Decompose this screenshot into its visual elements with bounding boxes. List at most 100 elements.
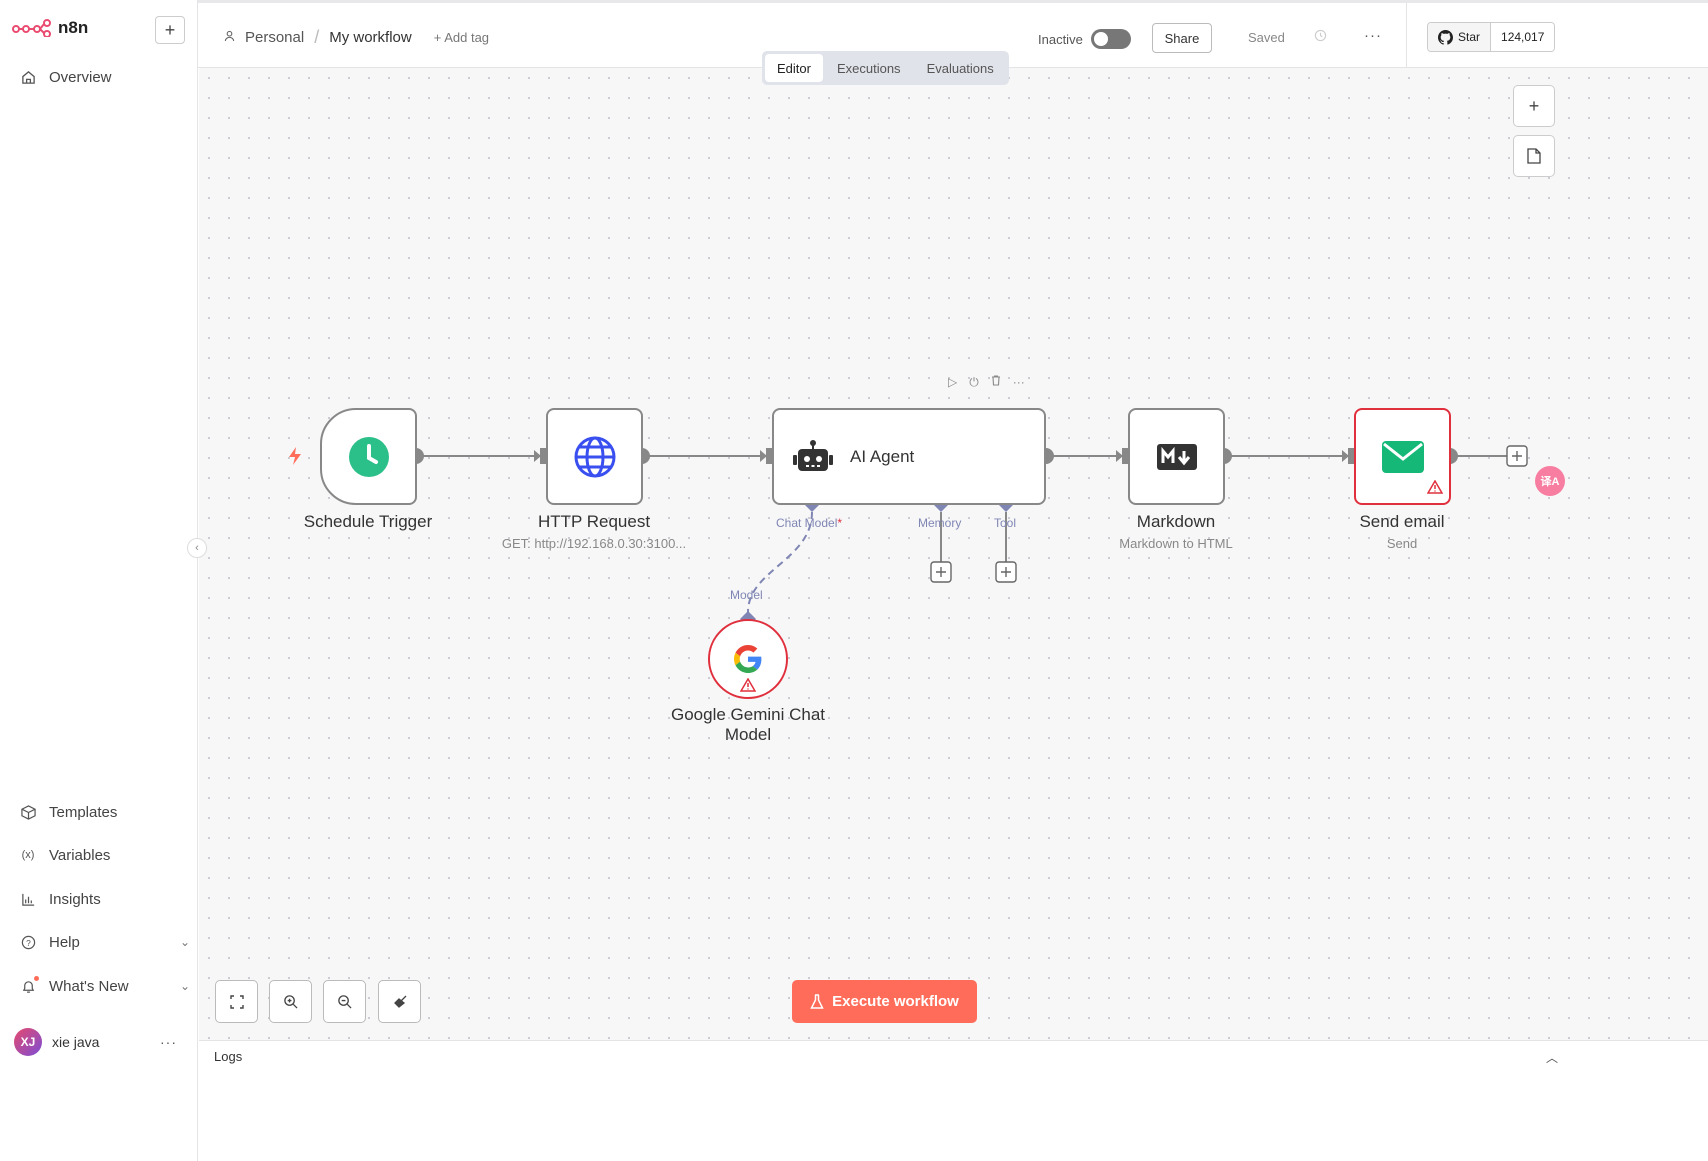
logo-text: n8n — [58, 18, 89, 37]
zoom-in-icon — [284, 995, 298, 1009]
node-title: Schedule Trigger — [303, 512, 433, 531]
translate-icon[interactable]: 译A — [1535, 466, 1565, 496]
avatar: XJ — [14, 1028, 42, 1056]
chevron-up-icon[interactable]: ︿ — [1545, 1051, 1558, 1065]
zoom-out-button[interactable] — [323, 980, 366, 1023]
sidebar-item-label: What's New — [49, 977, 129, 995]
user-menu[interactable]: XJ xie java — [14, 1028, 99, 1056]
breadcrumb-separator: / — [314, 27, 320, 47]
node-title: Send email — [1359, 512, 1445, 531]
sidebar-item-label: Variables — [49, 846, 111, 864]
robot-icon — [793, 439, 833, 471]
tab-executions[interactable]: Executions — [836, 60, 901, 76]
node-subtitle: Send — [1386, 536, 1418, 551]
power-icon[interactable]: ⏻ — [969, 375, 979, 389]
bell-icon — [20, 976, 39, 994]
github-star[interactable]: Star — [1428, 23, 1492, 51]
port-label-model: Model — [730, 588, 763, 602]
markdown-icon — [1156, 443, 1197, 470]
saved-status: Saved — [1248, 30, 1285, 45]
sticky-note-icon — [1527, 148, 1541, 164]
node-toolbar: ▷ ⏻ ··· — [948, 375, 1025, 390]
more-icon[interactable]: ··· — [160, 1034, 177, 1050]
box-icon — [20, 804, 36, 820]
more-icon[interactable]: ··· — [1012, 375, 1025, 389]
logs-label: Logs — [214, 1049, 243, 1064]
logo[interactable]: n8n — [12, 18, 88, 38]
port-label-tool: Tool — [994, 516, 1017, 530]
zoom-out-icon — [338, 995, 352, 1009]
sidebar-item-whats-new[interactable]: What's New ⌄ — [20, 974, 190, 998]
sidebar-item-insights[interactable]: Insights — [20, 887, 101, 911]
node-http-request[interactable] — [546, 408, 643, 505]
flask-icon — [810, 993, 824, 1009]
add-tag-button[interactable]: + Add tag — [433, 30, 490, 45]
node-google-gemini[interactable] — [708, 619, 788, 699]
globe-icon — [574, 436, 615, 477]
status-label: Inactive — [1038, 31, 1083, 47]
sidebar-item-overview[interactable]: Overview — [20, 65, 112, 89]
workflow-canvas[interactable] — [199, 68, 1708, 1040]
fullscreen-icon — [229, 994, 244, 1009]
zoom-in-button[interactable] — [269, 980, 312, 1023]
email-icon — [1381, 440, 1424, 473]
n8n-logo-icon — [12, 19, 51, 37]
svg-text:?: ? — [26, 937, 31, 947]
node-subtitle: Markdown to HTML — [1119, 536, 1233, 551]
home-icon — [20, 69, 36, 85]
node-ai-agent[interactable]: AI Agent — [772, 408, 1046, 505]
chevron-down-icon: ⌄ — [179, 979, 190, 993]
google-icon — [734, 645, 762, 673]
breadcrumb: Personal / My workflow + Add tag — [224, 27, 489, 48]
trigger-bolt-icon — [287, 446, 303, 471]
divider — [1406, 3, 1407, 71]
warning-icon[interactable] — [739, 677, 757, 695]
variable-icon: (x) — [21, 849, 35, 861]
port-label-memory: Memory — [918, 516, 962, 530]
sidebar-item-label: Templates — [49, 803, 118, 821]
create-new-button[interactable]: + — [155, 16, 185, 44]
node-title: Markdown — [1136, 512, 1216, 531]
node-schedule-trigger[interactable] — [320, 408, 417, 505]
fit-view-button[interactable] — [215, 980, 258, 1023]
play-icon[interactable]: ▷ — [948, 375, 958, 389]
sidebar-item-variables[interactable]: (x) Variables — [20, 843, 111, 867]
more-options-icon[interactable]: ··· — [1364, 27, 1382, 44]
sidebar-item-label: Insights — [49, 890, 101, 908]
user-name: xie java — [52, 1034, 100, 1050]
warning-icon[interactable] — [1426, 479, 1444, 497]
breadcrumb-project[interactable]: Personal — [245, 29, 305, 46]
tab-evaluations[interactable]: Evaluations — [926, 60, 994, 76]
active-toggle[interactable] — [1090, 29, 1131, 49]
add-node-button[interactable]: + — [1513, 85, 1555, 127]
sidebar-item-templates[interactable]: Templates — [20, 800, 117, 824]
sidebar: n8n + Overview Templates (x) Variables I… — [0, 0, 198, 1161]
node-title: HTTP Request — [537, 512, 651, 531]
history-icon[interactable] — [1314, 29, 1327, 45]
github-star-count: 124,017 — [1491, 23, 1555, 51]
share-button[interactable]: Share — [1152, 23, 1212, 53]
active-toggle-group: Inactive — [1038, 29, 1131, 49]
execute-workflow-button[interactable]: Execute workflow — [792, 980, 977, 1023]
clock-icon — [348, 436, 389, 477]
tab-editor[interactable]: Editor — [765, 54, 823, 82]
sidebar-item-label: Overview — [49, 68, 112, 86]
trash-icon[interactable] — [991, 375, 1001, 390]
workflow-name[interactable]: My workflow — [329, 29, 412, 46]
collapse-sidebar-button[interactable]: ‹ — [187, 538, 207, 558]
help-circle-icon: ? — [20, 934, 36, 950]
node-send-email[interactable] — [1354, 408, 1451, 505]
node-title: Google Gemini Chat Model — [670, 705, 826, 744]
node-subtitle: GET: http://192.168.0.30:3100... — [501, 536, 687, 551]
chevron-down-icon: ⌄ — [179, 935, 190, 949]
node-title: AI Agent — [850, 446, 915, 466]
sticky-note-button[interactable] — [1513, 135, 1555, 177]
node-markdown[interactable] — [1128, 408, 1225, 505]
logs-panel[interactable]: Logs ︿ — [199, 1040, 1708, 1161]
port-label-chat-model: Chat Model* — [776, 516, 842, 530]
tidy-up-button[interactable] — [378, 980, 421, 1023]
github-star-button[interactable]: Star 124,017 — [1427, 22, 1556, 52]
user-icon — [224, 30, 235, 45]
sidebar-item-help[interactable]: ? Help ⌄ — [20, 930, 190, 954]
view-tabs: Editor Executions Evaluations — [762, 51, 1009, 85]
